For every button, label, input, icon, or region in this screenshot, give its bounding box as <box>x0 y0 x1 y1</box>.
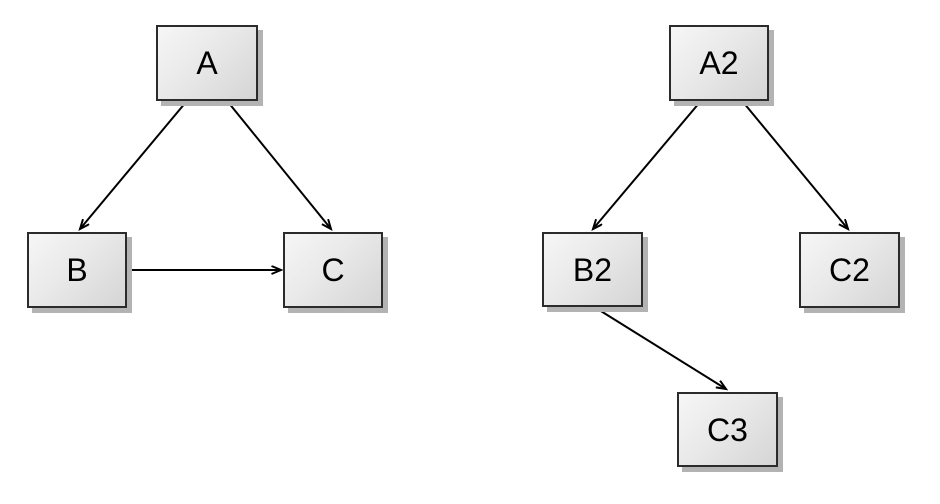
node-label: C3 <box>707 411 748 448</box>
node-A[interactable]: A <box>156 25 258 101</box>
node-label: C <box>321 252 345 288</box>
node-C[interactable]: C <box>283 232 383 308</box>
edge-A-C[interactable] <box>227 101 331 229</box>
node-B[interactable]: B <box>27 232 127 308</box>
edge-A2-C2[interactable] <box>742 101 848 229</box>
node-B2[interactable]: B2 <box>542 232 643 307</box>
node-label: A <box>196 45 218 81</box>
edge-B2-C3[interactable] <box>595 307 726 389</box>
node-C3[interactable]: C3 <box>677 392 778 467</box>
node-A2[interactable]: A2 <box>669 25 769 101</box>
node-label: A2 <box>699 45 739 81</box>
node-label: B2 <box>572 251 613 288</box>
edge-A2-B2[interactable] <box>593 101 701 229</box>
node-label: C2 <box>829 252 870 288</box>
node-label: B <box>66 252 88 288</box>
node-C2[interactable]: C2 <box>799 232 900 308</box>
edge-A-B[interactable] <box>80 101 187 229</box>
